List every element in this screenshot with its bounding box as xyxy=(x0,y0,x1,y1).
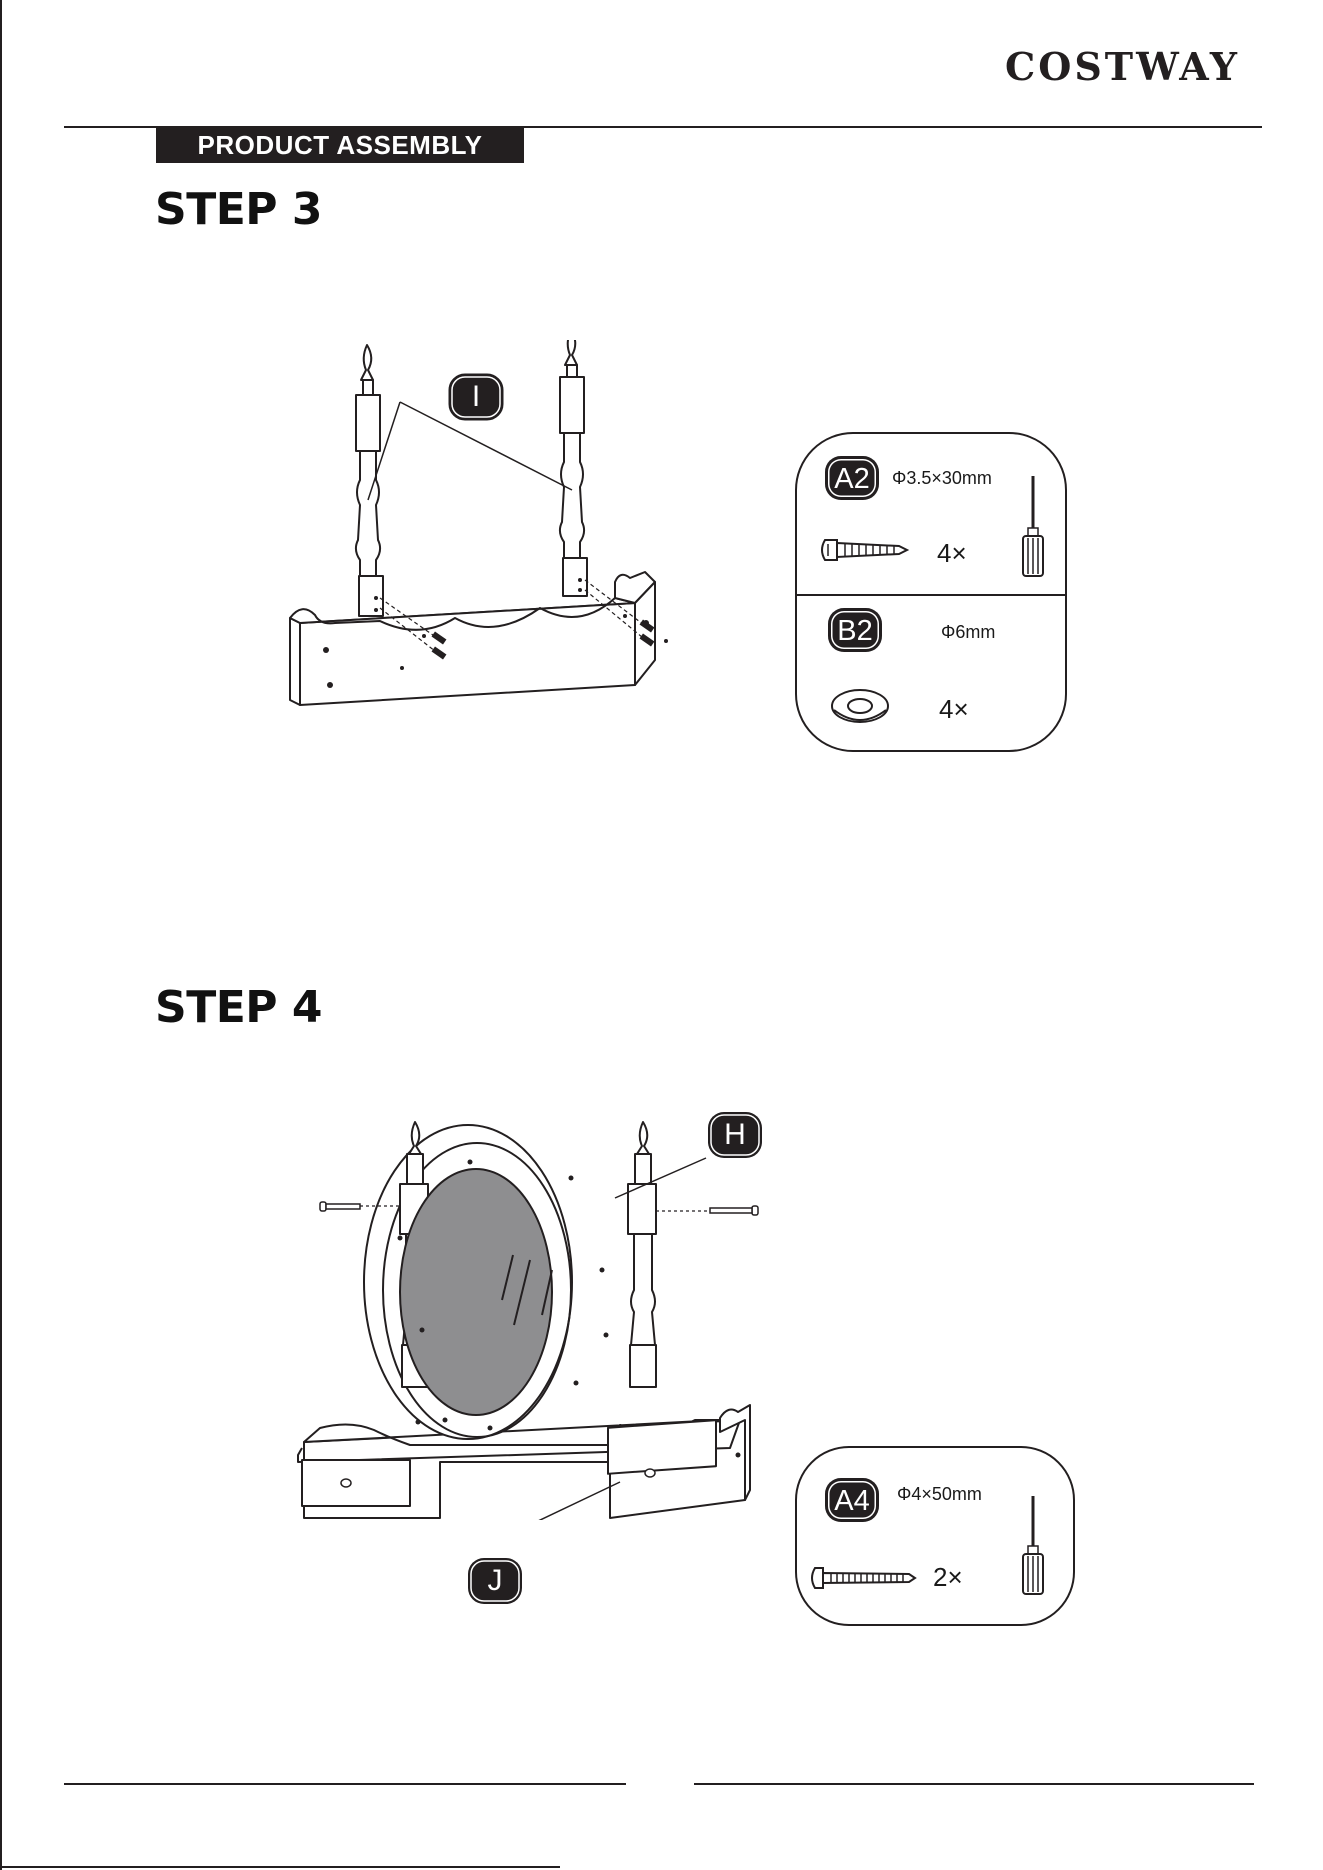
screw-icon xyxy=(819,534,911,566)
hardware-qty: 4× xyxy=(939,694,969,725)
screwdriver-icon xyxy=(1019,476,1047,578)
step-3-diagram xyxy=(280,340,740,720)
step-4-diagram xyxy=(290,1120,760,1520)
brand-logo: COSTWAY xyxy=(1005,44,1240,89)
hardware-spec: Φ6mm xyxy=(941,622,995,643)
step-3-hardware-box: A2 Φ3.5×30mm 4× B2 Φ6mm 4× xyxy=(795,432,1067,752)
hardware-code-badge: B2 xyxy=(828,608,882,652)
hardware-qty: 4× xyxy=(937,538,967,569)
page-edge-bottom xyxy=(0,1866,560,1868)
hardware-divider xyxy=(795,594,1065,596)
section-title: PRODUCT ASSEMBLY xyxy=(156,128,524,163)
hardware-spec: Φ4×50mm xyxy=(897,1484,982,1505)
footer-rule-left xyxy=(64,1783,626,1785)
hardware-spec: Φ3.5×30mm xyxy=(892,468,992,489)
hardware-qty: 2× xyxy=(933,1562,963,1593)
part-label-j: J xyxy=(466,1556,524,1606)
washer-icon xyxy=(830,686,892,726)
long-bolt-icon xyxy=(809,1566,919,1590)
hardware-code-badge: A4 xyxy=(825,1478,879,1522)
screwdriver-icon xyxy=(1019,1496,1047,1596)
step-4-hardware-box: A4 Φ4×50mm 2× xyxy=(795,1446,1075,1626)
hardware-code-badge: A2 xyxy=(825,456,879,500)
step-3-title: STEP 3 xyxy=(155,184,322,235)
part-label-i: I xyxy=(447,372,505,422)
page-edge-left xyxy=(0,0,2,1870)
part-label-h: H xyxy=(706,1110,764,1160)
footer-rule-right xyxy=(694,1783,1254,1785)
step-4-title: STEP 4 xyxy=(155,982,322,1033)
